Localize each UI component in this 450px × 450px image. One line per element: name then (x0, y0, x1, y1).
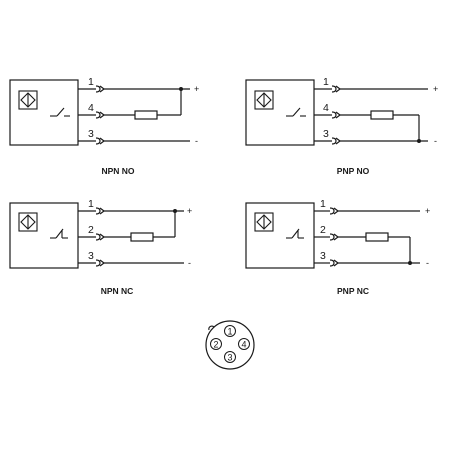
diagram-caption: PNP NO (337, 166, 370, 176)
connector-plug-icon (95, 111, 105, 119)
connector-plug-icon (331, 137, 341, 145)
sensor-body (245, 202, 315, 269)
minus-label: - (426, 258, 429, 268)
plus-label: + (187, 206, 192, 216)
connector-plug-icon (95, 85, 105, 93)
pin-label: 3 (88, 250, 94, 262)
pin-label: 1 (88, 76, 94, 88)
load-resistor (365, 232, 389, 242)
plus-label: + (425, 206, 430, 216)
connector-plug-icon (331, 111, 341, 119)
minus-label: - (188, 258, 191, 268)
connector-plug-icon (95, 137, 105, 145)
pin-label: 3 (320, 250, 326, 262)
connector-plug-icon (95, 259, 105, 267)
connector-pin (210, 338, 222, 350)
diagram-pnp-nc: 1 2 3 + - PNP NC (245, 198, 430, 296)
minus-label: - (195, 136, 198, 146)
connector-pinout: 1 2 3 4 (205, 320, 255, 370)
connector-plug-icon (95, 233, 105, 241)
pin-label: 1 (88, 198, 94, 210)
pin-label: 4 (323, 102, 329, 114)
load-resistor (130, 232, 154, 242)
sensor-body (245, 79, 315, 146)
diagram-npn-no: 1 4 3 + - NPN NO (9, 76, 199, 176)
connector-pin-label: 4 (241, 340, 246, 350)
connector-plug-icon (331, 85, 341, 93)
junction-dot (179, 87, 183, 91)
diagram-npn-nc: 1 2 3 + - NPN NC (9, 198, 192, 296)
connector-plug-icon (329, 207, 339, 215)
diagram-caption: NPN NC (101, 286, 134, 296)
diagram-caption: PNP NC (337, 286, 369, 296)
pin-label: 2 (88, 224, 94, 236)
connector-pin (224, 351, 236, 363)
connector-pin (224, 325, 236, 337)
pin-label: 4 (88, 102, 94, 114)
connector-plug-icon (329, 233, 339, 241)
minus-label: - (434, 136, 437, 146)
junction-dot (173, 209, 177, 213)
connector-pin-label: 2 (213, 340, 218, 350)
pin-label: 2 (320, 224, 326, 236)
plus-label: + (433, 84, 438, 94)
connector-pin-label: 1 (227, 327, 232, 337)
connector-face (205, 320, 255, 370)
connector-plug-icon (95, 207, 105, 215)
connector-pin-label: 3 (227, 353, 232, 363)
pin-label: 3 (323, 128, 329, 140)
pin-label: 1 (323, 76, 329, 88)
plus-label: + (194, 84, 199, 94)
connector-pin (238, 338, 250, 350)
pin-label: 3 (88, 128, 94, 140)
sensor-body (9, 79, 79, 146)
pin-label: 1 (320, 198, 326, 210)
diagram-caption: NPN NO (101, 166, 134, 176)
diagram-pnp-no: 1 4 3 + - PNP NO (245, 76, 438, 176)
connector-plug-icon (329, 259, 339, 267)
keying-notch (208, 325, 215, 331)
load-resistor (134, 110, 158, 120)
load-resistor (370, 110, 394, 120)
sensor-body (9, 202, 79, 269)
